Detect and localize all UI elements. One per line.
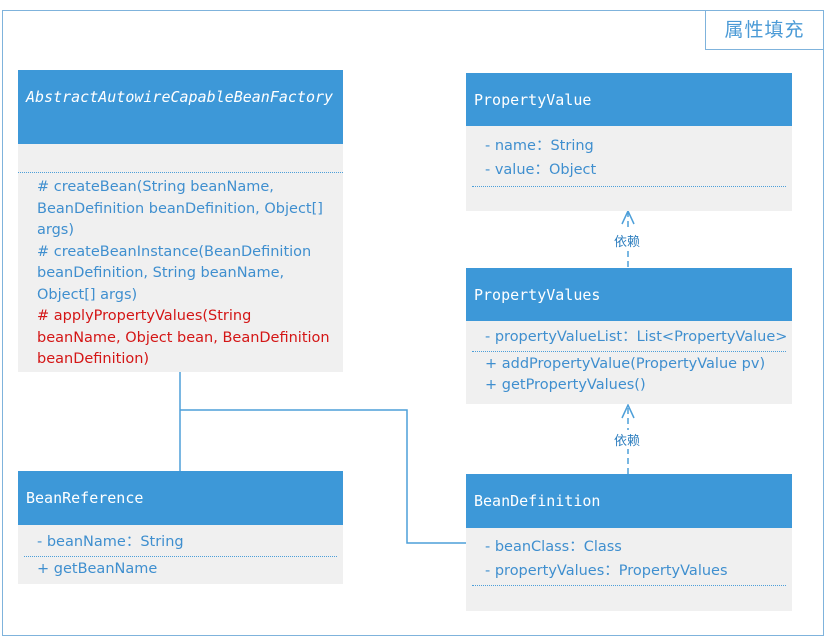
class-name: AbstractAutowireCapableBeanFactory [18,70,343,144]
class-name: BeanReference [18,471,343,525]
methods-section [472,186,786,187]
methods-section: # createBean(String beanName, BeanDefini… [18,172,343,371]
method-highlighted: # applyPropertyValues(String beanName, O… [37,308,330,367]
class-bean-definition: BeanDefinition - beanClass：Class - prope… [466,474,792,611]
attributes-section: - beanClass：Class - propertyValues：Prope… [466,528,792,583]
method: + getPropertyValues() [485,377,646,393]
class-property-values: PropertyValues - propertyValueList：List<… [466,268,792,404]
method: + addPropertyValue(PropertyValue pv) [485,355,766,372]
frame-title: 属性填充 [724,19,805,41]
attribute: - name：String [485,138,594,154]
method: # createBean(String beanName, BeanDefini… [37,179,323,238]
methods-section: + getBeanName [24,555,337,581]
class-name: PropertyValue [466,73,792,126]
attribute: - propertyValues：PropertyValues [485,563,728,579]
attributes-section: - name：String - value：Object [466,126,792,182]
attribute: - beanClass：Class [485,539,622,555]
class-bean-reference: BeanReference - beanName：String + getBea… [18,471,343,584]
class-name: BeanDefinition [466,474,792,528]
attributes-section: - propertyValueList：List<PropertyValue> [466,321,792,351]
dependency-arrow-property-values [621,403,635,419]
class-abstract-autowire-capable-bean-factory: AbstractAutowireCapableBeanFactory # cre… [18,70,343,372]
attribute: - value：Object [485,162,597,178]
attribute: - beanName：String [37,534,184,550]
method: # createBeanInstance(BeanDefinition bean… [37,243,312,303]
dependency-label: 依赖 [613,231,642,250]
class-property-value: PropertyValue - name：String - value：Obje… [466,73,792,211]
diagram-frame [2,10,824,636]
frame-title-tab [705,10,824,50]
attribute: - propertyValueList：List<PropertyValue> [485,329,788,345]
dependency-label: 依赖 [613,430,642,449]
method: + getBeanName [37,560,158,577]
class-name: PropertyValues [466,268,792,321]
methods-section: + addPropertyValue(PropertyValue pv) + g… [472,350,786,397]
dependency-arrow-property-value [621,209,635,225]
attributes-section: - beanName：String [18,525,343,556]
association-line-bean-definition [180,409,466,544]
methods-section [472,585,786,586]
